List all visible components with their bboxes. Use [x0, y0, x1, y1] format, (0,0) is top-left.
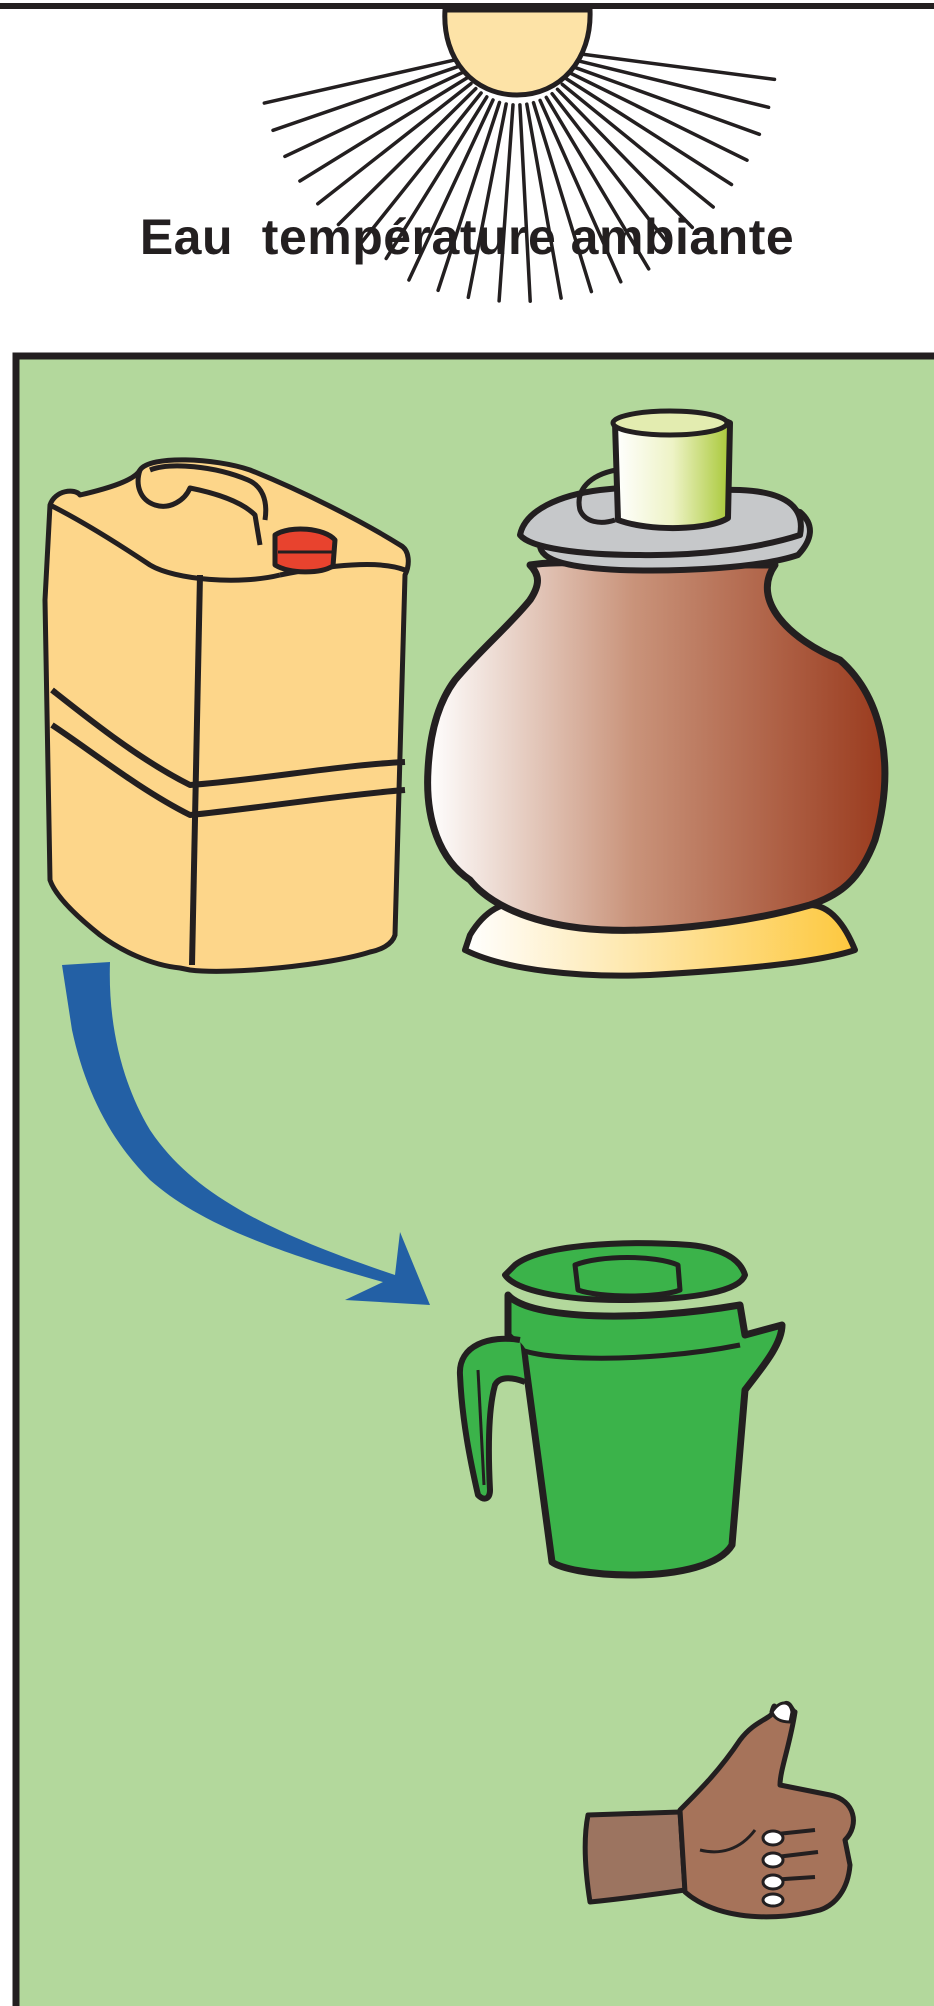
page-title: Eau température ambiante	[0, 208, 934, 266]
sun-ray	[520, 105, 530, 301]
sun-ray	[562, 84, 713, 207]
sun-ray	[318, 84, 471, 204]
jerrycan-icon	[45, 460, 408, 971]
sun-ray	[264, 59, 458, 103]
sun-ray	[338, 89, 475, 225]
sun-ray	[285, 72, 464, 156]
sun-ray	[558, 89, 693, 227]
sun-ray	[570, 73, 747, 160]
